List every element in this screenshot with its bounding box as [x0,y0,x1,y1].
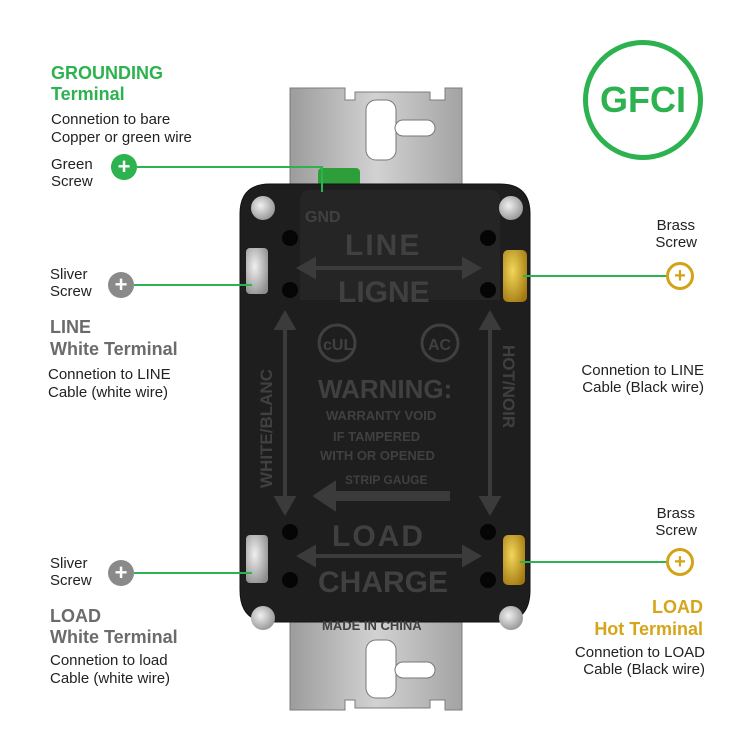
strip-gauge-mark: STRIP GAUGE [345,473,427,487]
line-brass-screw-label-2: Screw [655,234,697,251]
load-white-subtitle: White Terminal [50,627,178,647]
line-silver-screw-plus-icon: + [108,272,134,298]
load-brass-screw-label-1: Brass [656,505,695,522]
load-white-title: LOAD [50,606,101,626]
line-hot-desc-1: Connetion to LINE [581,362,704,379]
svg-text:cUL: cUL [323,337,353,354]
green-screw-leader [137,166,322,168]
tampered-mark: IF TAMPERED [333,429,420,444]
corner-screws [251,196,523,630]
wire-holes [282,230,496,588]
load-hot-subtitle: Hot Terminal [594,619,703,639]
load-silver-screw-leader [134,572,252,574]
silver-line-screw [246,248,268,294]
green-screw-label-2: Screw [51,173,93,190]
line-white-desc-1: Connetion to LINE [48,366,171,383]
made-in-mark: MADE IN CHINA [322,618,422,633]
silver-load-screw [246,535,268,583]
grounding-subtitle: Terminal [51,84,125,104]
hot-noir-mark: HOT/NOIR [499,345,518,428]
line-brass-screw-leader [523,275,668,277]
line-silver-screw-label-2: Screw [50,283,92,300]
load-brass-screw-leader [520,561,668,563]
charge-mark: CHARGE [318,566,448,599]
line-brass-screw-plus-icon: + [666,262,694,290]
load-hot-desc-2: Cable (Black wire) [583,661,705,678]
green-screw-plus-icon: + [111,154,137,180]
load-hot-desc-1: Connetion to LOAD [574,644,705,661]
warning-mark: WARNING: [318,374,452,404]
grounding-desc-2: Copper or green wire [51,129,192,146]
mounting-strap-bottom [289,599,463,711]
svg-text:AC: AC [428,337,452,354]
line-hot-desc-2: Cable (Black wire) [582,379,704,396]
brass-line-screw [503,250,527,302]
load-hot-title: LOAD [652,597,703,617]
warranty-mark: WARRANTY VOID [326,408,436,423]
line-silver-screw-label-1: Sliver [50,266,88,283]
green-screw-leader-drop [321,166,323,192]
cul-mark [317,323,357,363]
load-white-desc-2: Cable (white wire) [50,670,171,687]
line-brass-screw-label-1: Brass [656,217,695,234]
ac-mark [420,323,460,363]
load-mark: LOAD [332,520,425,553]
line-mark: LINE [345,229,421,262]
line-white-subtitle: White Terminal [50,339,178,359]
white-blanc-mark: WHITE/BLANC [257,369,276,488]
load-silver-screw-label-2: Screw [50,572,92,589]
load-brass-screw-plus-icon: + [666,548,694,576]
load-white-desc-1: Connetion to load [50,652,168,669]
gfci-badge: GFCI [583,40,703,160]
load-silver-screw-plus-icon: + [108,560,134,586]
molded-arrows [273,256,502,568]
grounding-desc-1: Connetion to bare [51,111,171,128]
line-white-title: LINE [50,317,92,337]
opened-mark: WITH OR OPENED [320,448,435,463]
load-silver-screw-label-1: Sliver [50,555,88,572]
green-screw-label-1: Green [51,156,93,173]
line-silver-screw-leader [134,284,252,286]
gnd-mark: GND [305,209,341,226]
line-white-desc-2: Cable (white wire) [48,384,169,401]
brass-load-screw [503,535,525,585]
receptacle-body [239,183,531,623]
mounting-strap-top [289,87,463,191]
grounding-title: GROUNDING [51,63,163,83]
ligne-mark: LIGNE [338,276,430,309]
load-brass-screw-label-2: Screw [655,522,697,539]
